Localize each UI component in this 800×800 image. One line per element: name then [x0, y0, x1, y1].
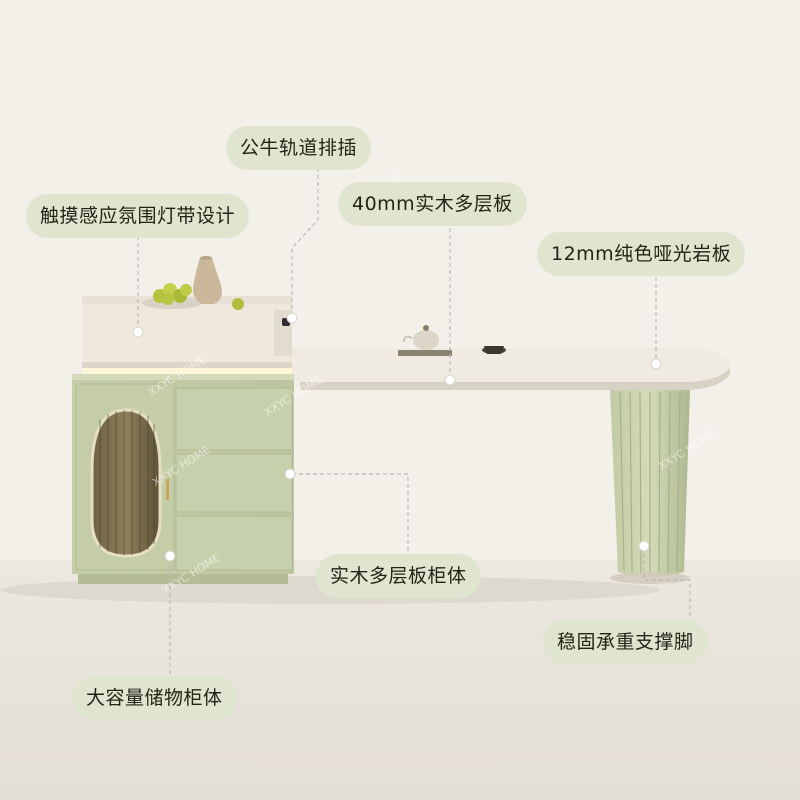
label-storage-cabinet: 大容量储物柜体: [72, 676, 237, 720]
label-power-track: 公牛轨道排插: [226, 126, 372, 170]
leader-lines: [137, 168, 691, 676]
table-top: [285, 348, 731, 390]
support-leg: [610, 390, 690, 584]
vase: [193, 256, 222, 304]
cabinet: [72, 296, 294, 584]
label-support-leg: 稳固承重支撑脚: [543, 620, 708, 664]
apple: [232, 298, 244, 310]
indicator-dots: [132, 312, 662, 562]
label-plywood-cabinet: 实木多层板柜体: [316, 554, 481, 598]
label-slate-12mm: 12mm纯色哑光岩板: [537, 232, 746, 276]
label-touch-light: 触摸感应氛围灯带设计: [26, 194, 250, 238]
tea-set: [398, 325, 506, 356]
fruit-bowl: [142, 283, 202, 309]
label-plywood-40mm: 40mm实木多层板: [338, 182, 527, 226]
